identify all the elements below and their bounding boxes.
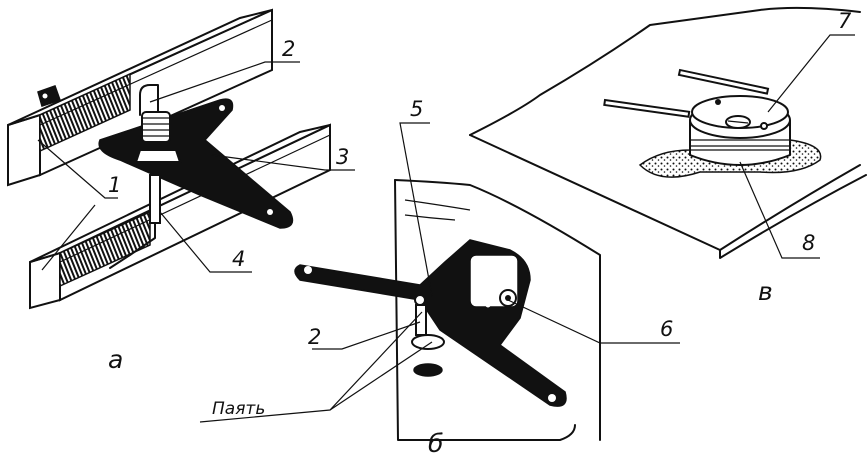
label-2-b: 2	[308, 325, 321, 349]
panel-label-a: а	[108, 345, 123, 374]
label-3: 3	[336, 145, 349, 169]
label-6: 6	[660, 317, 673, 341]
upper-beam	[7, 8, 273, 187]
stud-spring-a	[109, 84, 182, 269]
label-4: 4	[232, 247, 245, 271]
label-1: 1	[108, 173, 121, 197]
panel-a-drawing	[7, 8, 331, 310]
label-7: 7	[838, 9, 852, 33]
label-8: 8	[802, 231, 815, 255]
panel-v-drawing	[469, 6, 867, 259]
leader-lines	[37, 34, 855, 423]
label-2-a: 2	[282, 37, 295, 61]
panel-b-drawing	[294, 179, 601, 441]
panel-label-v: в	[758, 277, 773, 306]
panel-label-b: б	[428, 429, 443, 458]
solder-label: Паять	[212, 399, 265, 419]
label-5: 5	[410, 97, 423, 121]
